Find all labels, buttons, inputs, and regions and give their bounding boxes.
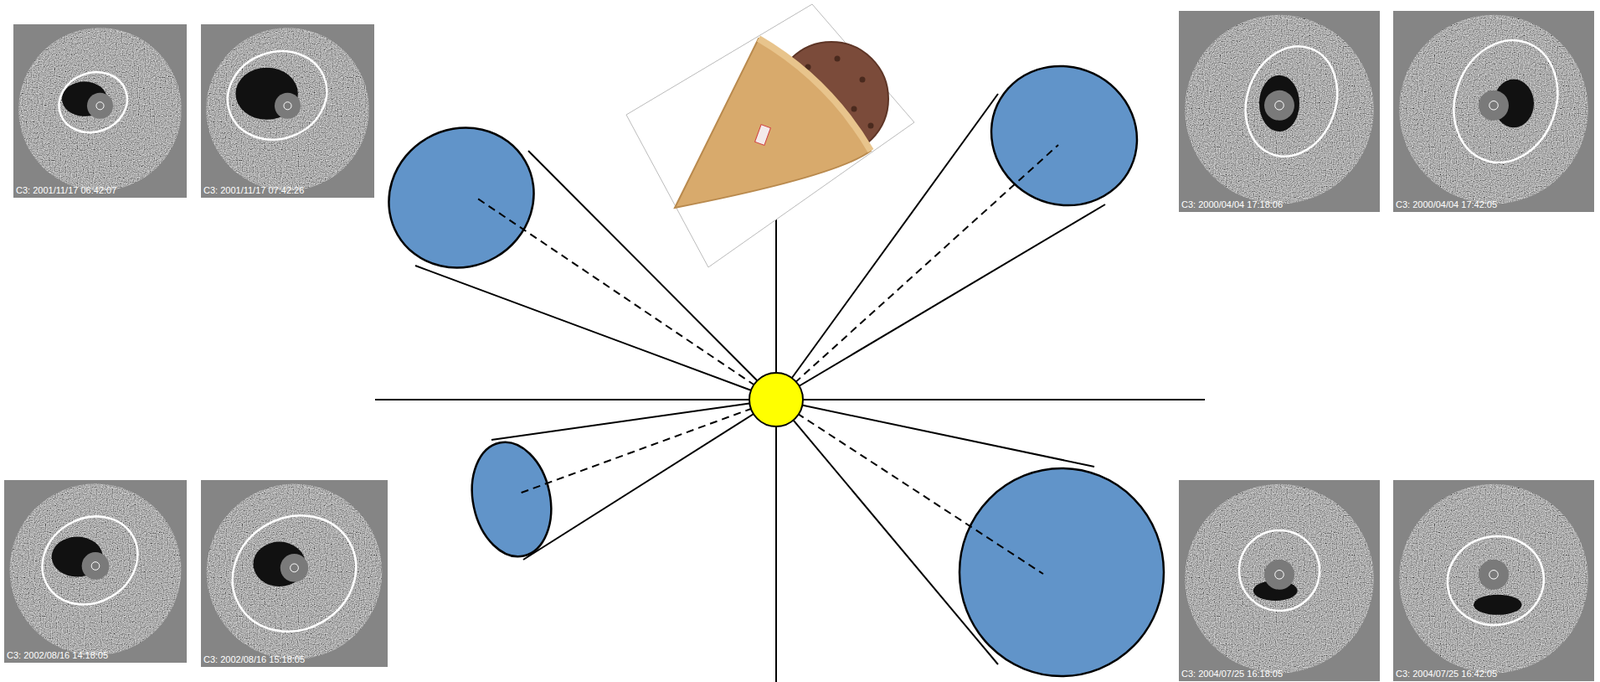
coronagraph-images: [4, 10, 1595, 681]
coronagraph-image: [13, 24, 187, 198]
cme-cone: [776, 41, 1160, 400]
cme-cones: [363, 41, 1164, 676]
timestamp-label: C3: 2002/08/16 14:18:05: [6, 649, 109, 661]
coronagraph-image: [4, 479, 187, 663]
timestamp-label: C3: 2001/11/17 06:42:07: [15, 185, 117, 196]
timestamp-label: C3: 2004/07/25 16:18:05: [1181, 668, 1283, 680]
cme-cone: [363, 101, 777, 400]
timestamp-label: C3: 2004/07/25 16:42:05: [1395, 668, 1498, 680]
coronagraph-image: [1393, 479, 1595, 681]
coronagraph-image: [200, 479, 388, 667]
coronagraph-image: [1393, 10, 1595, 212]
timestamp-label: C3: 2000/04/04 17:18:06: [1181, 199, 1283, 211]
cme-cone: [462, 399, 777, 564]
timestamp-label: C3: 2001/11/17 07:42:26: [203, 185, 304, 196]
coronagraph-image: [1178, 10, 1380, 212]
coronagraph-image: [1178, 479, 1380, 681]
timestamp-label: C3: 2000/04/04 17:42:05: [1395, 199, 1498, 211]
ice-cream-picture: [626, 4, 915, 268]
axes: [375, 37, 1205, 682]
sun: [749, 372, 803, 427]
timestamp-label: C3: 2002/08/16 15:18:05: [203, 653, 305, 665]
coronagraph-image: [200, 24, 375, 198]
cme-cone: [776, 399, 1164, 676]
